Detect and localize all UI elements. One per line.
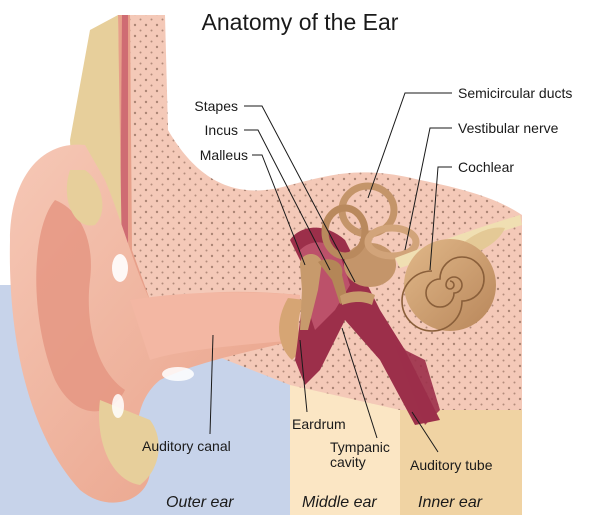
semicircular-leader [367, 92, 452, 199]
label-incus: Incus [205, 122, 238, 138]
malleus-bone [300, 254, 322, 330]
section-inner-ear: Inner ear [418, 494, 483, 511]
section-middle-ear: Middle ear [302, 494, 377, 511]
cartilage-highlight-3 [162, 367, 194, 381]
auditory-tube [395, 345, 440, 425]
auditory-canal-leader [209, 334, 214, 435]
label-stapes: Stapes [194, 98, 238, 114]
auditory-tube-leader [411, 411, 439, 453]
label-tympanic-line1: Tympanic [330, 439, 390, 455]
cartilage-highlight-4 [112, 394, 124, 418]
cochlear-leader [429, 166, 452, 271]
label-eardrum: Eardrum [292, 416, 346, 432]
label-tympanic-line2: cavity [330, 454, 366, 470]
stapes-bone [340, 291, 375, 305]
eardrum-leader [299, 339, 308, 413]
semicircular-canal-2 [321, 204, 369, 260]
stapes-leader [244, 105, 356, 283]
incus-leader [244, 129, 331, 271]
label-cochlear: Cochlear [458, 159, 514, 175]
auditory-canal [130, 292, 300, 360]
tympanic-leader [341, 327, 378, 439]
label-vestibular-nerve: Vestibular nerve [458, 120, 559, 136]
label-malleus: Malleus [200, 147, 248, 163]
label-semicircular-ducts: Semicircular ducts [458, 85, 572, 101]
label-auditory-canal: Auditory canal [142, 438, 231, 454]
section-outer-ear: Outer ear [166, 494, 234, 511]
vestibular-leader [404, 127, 452, 251]
incus-bone [318, 259, 348, 304]
concha-fold [36, 200, 125, 412]
cartilage-highlight-1 [112, 254, 128, 282]
cochlea [404, 239, 496, 331]
cartilage-inner [66, 170, 103, 226]
cochlea-spiral [401, 256, 485, 332]
earlobe-shadow [99, 400, 159, 485]
label-auditory-tube: Auditory tube [410, 457, 493, 473]
diagram-title: Anatomy of the Ear [202, 9, 399, 35]
semicircular-canal-3 [364, 224, 420, 260]
malleus-leader [252, 154, 306, 266]
